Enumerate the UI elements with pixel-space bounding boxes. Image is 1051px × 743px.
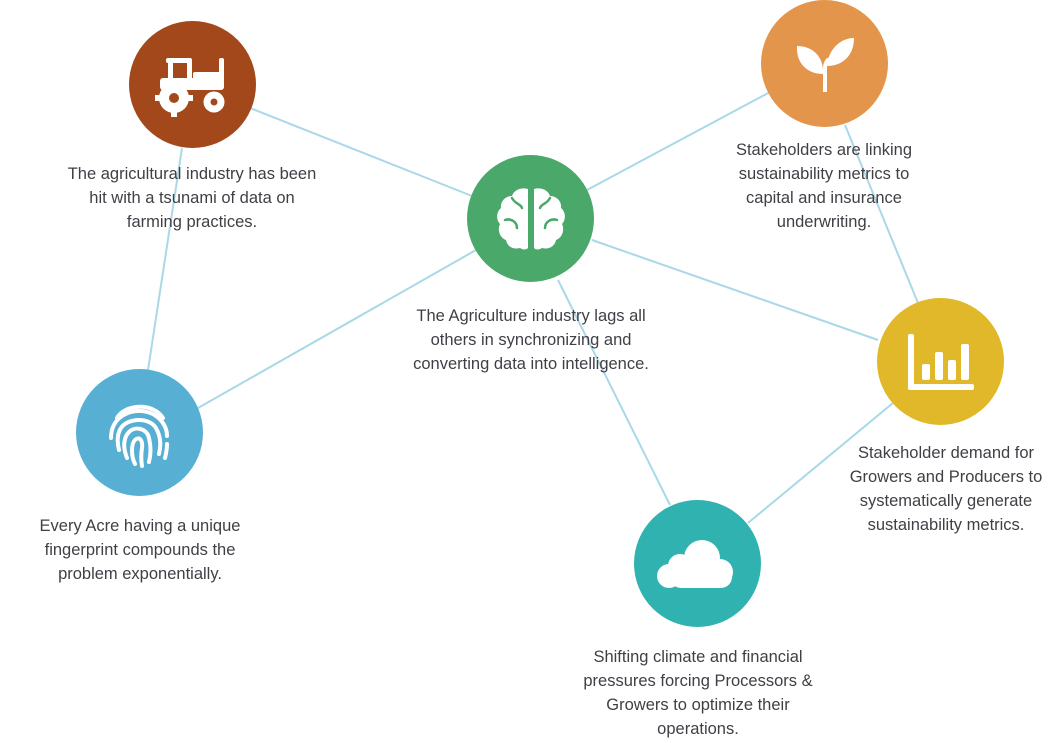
caption-line: problem exponentially. <box>58 565 222 583</box>
caption-line: The agricultural industry has been <box>67 165 317 183</box>
bar-chart-caption: Stakeholder demand for Growers and Produ… <box>836 441 1051 537</box>
bar-chart-icon <box>907 333 974 390</box>
tractor-node <box>129 21 256 148</box>
caption-line: Stakeholders are linking <box>735 141 913 159</box>
caption-line: fingerprint compounds the <box>44 541 236 559</box>
fingerprint-icon <box>108 404 169 468</box>
caption-line: others in synchronizing and <box>430 331 632 349</box>
caption-line: The Agriculture industry lags all <box>416 307 646 325</box>
caption-line: Shifting climate and financial <box>593 648 803 666</box>
caption-line: hit with a tsunami of data on <box>89 189 295 207</box>
sprout-icon <box>796 37 854 92</box>
brain-icon <box>496 187 565 249</box>
caption-line: farming practices. <box>126 213 258 231</box>
caption-line: operations. <box>657 720 739 738</box>
caption-line: Every Acre having a unique <box>39 517 241 535</box>
caption-line: underwriting. <box>776 213 872 231</box>
edge-tractor-brain <box>249 107 473 197</box>
edge-chart-cloud <box>747 402 894 524</box>
caption-line: Stakeholder demand for <box>857 444 1035 462</box>
fingerprint-caption: Every Acre having a unique fingerprint c… <box>20 514 260 586</box>
edge-tractor-fingerprint <box>147 147 183 371</box>
cloud-icon <box>656 539 733 588</box>
edge-brain-chart <box>591 239 879 341</box>
sprout-caption: Stakeholders are linking sustainability … <box>704 138 944 234</box>
fingerprint-node <box>76 369 203 496</box>
tractor-icon <box>154 57 224 117</box>
caption-line: pressures forcing Processors & <box>583 672 813 690</box>
sprout-node <box>761 0 888 127</box>
caption-line: sustainability metrics to <box>738 165 910 183</box>
cloud-node <box>634 500 761 627</box>
bar-chart-node <box>877 298 1004 425</box>
cloud-caption: Shifting climate and financial pressures… <box>565 645 831 741</box>
caption-line: converting data into intelligence. <box>413 355 649 373</box>
caption-line: Growers and Producers to <box>849 468 1043 486</box>
caption-line: systematically generate <box>859 492 1033 510</box>
edge-brain-sprout <box>586 91 771 191</box>
caption-line: Growers to optimize their <box>606 696 790 714</box>
caption-line: capital and insurance <box>746 189 902 207</box>
brain-node <box>467 155 594 282</box>
edge-sprout-chart <box>844 124 919 304</box>
caption-line: sustainability metrics. <box>867 516 1025 534</box>
tractor-caption: The agricultural industry has been hit w… <box>42 162 342 234</box>
brain-caption: The Agriculture industry lags all others… <box>390 304 672 376</box>
edge-brain-fingerprint <box>197 249 477 409</box>
edge-brain-cloud <box>557 279 671 506</box>
